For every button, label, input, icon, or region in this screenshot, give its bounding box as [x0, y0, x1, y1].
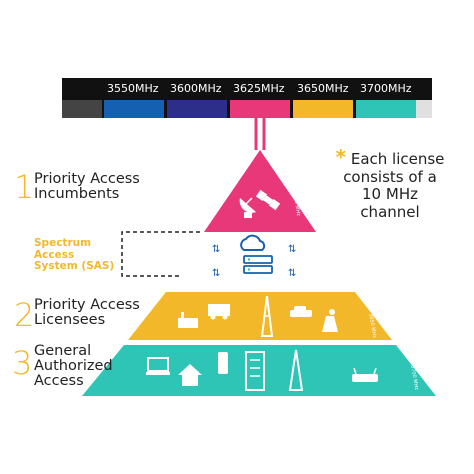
car-icon [290, 306, 312, 317]
band-strip-1 [104, 100, 164, 118]
house-icon [178, 364, 202, 386]
svg-text:⇅: ⇅ [288, 268, 296, 279]
server-icon [243, 255, 273, 274]
satellite-icon [255, 189, 281, 211]
band-strip-5 [356, 100, 416, 118]
laptop-icon [146, 357, 170, 375]
router-icon [352, 367, 378, 382]
satellite-dish-icon [239, 197, 256, 218]
license-note: * Each license consists of a 10 MHz chan… [316, 146, 464, 221]
sync-arrows-icon: ⇅ ⇅ ⇅ ⇅ [212, 244, 296, 279]
tier2-shape [128, 292, 392, 340]
cloud-icon [240, 234, 266, 251]
note-line-1: * Each license [335, 145, 445, 169]
spectrum-bar-tail [416, 100, 432, 118]
tier3-number: 3 [12, 344, 33, 382]
band-label-3625: 3625MHz [233, 82, 285, 95]
sas-label: Spectrum Access System (SAS) [34, 237, 115, 273]
spectrum-bar-lead [62, 100, 102, 118]
ambulance-icon [208, 304, 230, 320]
note-line-2: consists of a [343, 168, 437, 186]
band-label-3600: 3600MHz [170, 82, 222, 95]
factory-icon [178, 312, 198, 328]
band-label-3550: 3550MHz [107, 82, 159, 95]
tier1-label: Priority Access Incumbents [34, 171, 140, 203]
power-plant-icon [322, 309, 338, 332]
sas-dashed-line [121, 231, 200, 277]
asterisk-icon: * [335, 145, 347, 169]
note-line-4: channel [360, 202, 420, 221]
band-strip-3 [230, 100, 290, 118]
band-label-3650: 3650MHz [297, 82, 349, 95]
svg-text:⇅: ⇅ [212, 268, 220, 279]
building-icon [245, 351, 265, 391]
band-strip-4 [293, 100, 353, 118]
svg-text:⇅: ⇅ [212, 244, 220, 255]
svg-text:⇅: ⇅ [288, 244, 296, 255]
tier1-number: 1 [14, 168, 35, 206]
note-line-3: 10 MHz [362, 185, 418, 204]
radio-tower-icon [260, 295, 274, 337]
tier3-shape [82, 345, 436, 396]
tier2-label: Priority Access Licensees [34, 297, 140, 329]
band-strip-2 [167, 100, 227, 118]
tier2-number: 2 [14, 296, 35, 334]
tablet-icon [218, 352, 228, 374]
tier3-label: General Authorized Access [34, 343, 113, 390]
cell-tower-icon [288, 349, 304, 391]
band-label-3700: 3700MHz [360, 82, 412, 95]
